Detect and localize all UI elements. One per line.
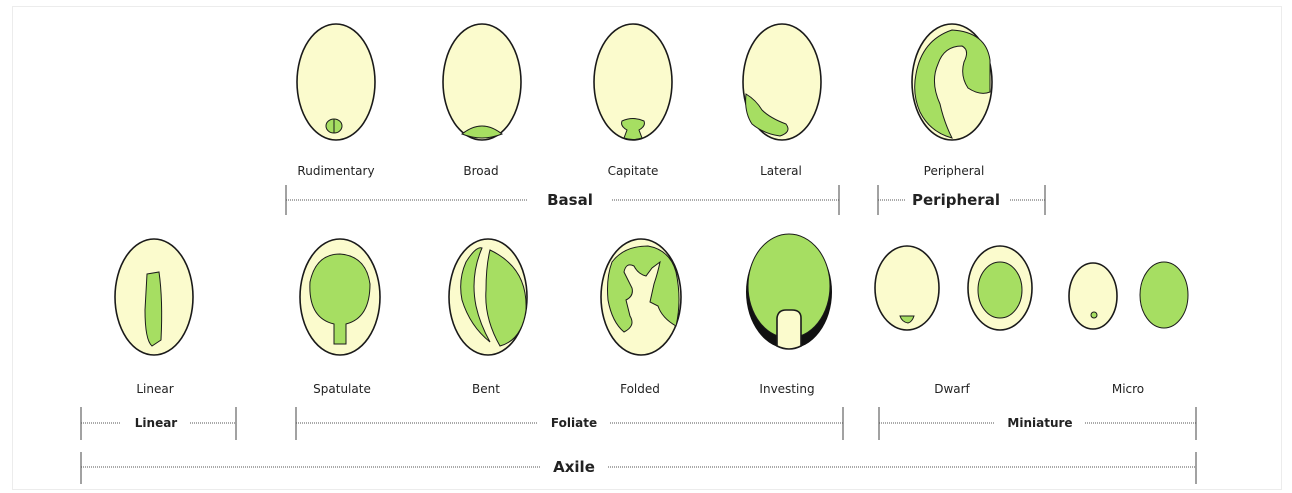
group-label-miniature: Miniature — [1007, 416, 1072, 430]
seed-micro-b — [1140, 262, 1188, 328]
bracket-basal: Basal — [286, 185, 839, 215]
label-folded: Folded — [620, 382, 660, 396]
label-micro: Micro — [1112, 382, 1144, 396]
seed-dwarf-a — [875, 246, 939, 330]
seed-rudimentary — [297, 24, 375, 140]
label-dwarf: Dwarf — [934, 382, 970, 396]
seed-folded — [601, 239, 681, 355]
seed-capitate — [594, 24, 672, 140]
seed-lateral — [743, 24, 821, 140]
seed-dwarf-b — [968, 246, 1032, 330]
seed-micro-a — [1069, 263, 1117, 329]
label-investing: Investing — [759, 382, 814, 396]
label-spatulate: Spatulate — [313, 382, 371, 396]
group-label-basal: Basal — [547, 191, 593, 209]
bracket-foliate: Foliate — [296, 407, 843, 440]
label-peripheral: Peripheral — [924, 164, 985, 178]
seed-broad — [443, 24, 521, 140]
label-lateral: Lateral — [760, 164, 802, 178]
label-rudimentary: Rudimentary — [297, 164, 374, 178]
seed-investing — [746, 234, 832, 349]
group-label-foliate: Foliate — [551, 416, 597, 430]
group-label-linear: Linear — [135, 416, 178, 430]
seed-peripheral — [912, 24, 992, 140]
label-bent: Bent — [472, 382, 500, 396]
seed-bent — [449, 239, 527, 355]
group-label-peripheral: Peripheral — [912, 191, 1000, 209]
seed-linear — [115, 239, 193, 355]
label-broad: Broad — [463, 164, 498, 178]
bracket-peripheral: Peripheral — [878, 185, 1045, 215]
bracket-linear: Linear — [81, 407, 236, 440]
group-label-axile: Axile — [553, 458, 595, 476]
bracket-miniature: Miniature — [879, 407, 1196, 440]
label-capitate: Capitate — [608, 164, 659, 178]
seed-spatulate — [300, 239, 380, 355]
label-linear: Linear — [136, 382, 173, 396]
bracket-axile: Axile — [81, 452, 1196, 484]
